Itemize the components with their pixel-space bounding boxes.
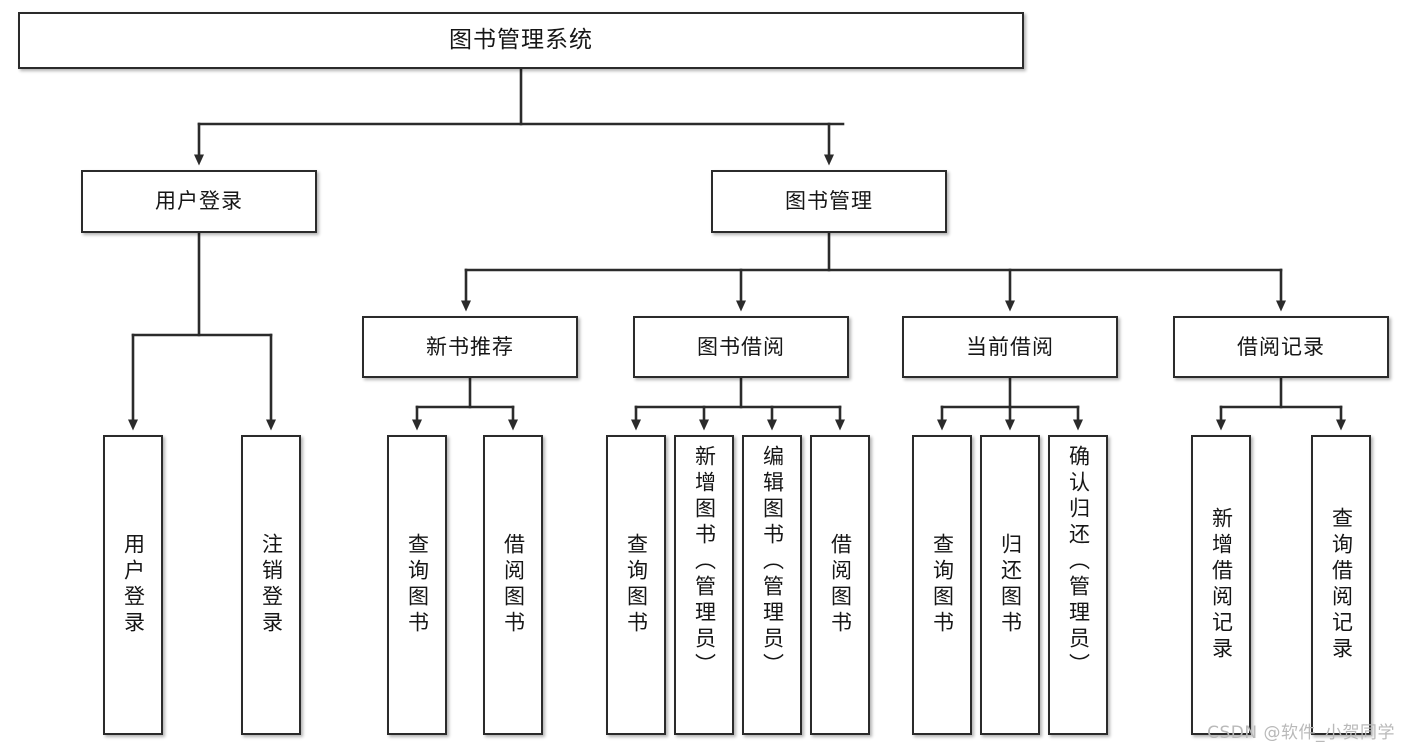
node-leaf-query-book-2-label: 查询图书 [624, 533, 649, 637]
node-borrow-record[interactable]: 借阅记录 [1173, 316, 1389, 378]
node-root-label: 图书管理系统 [449, 26, 593, 53]
node-leaf-confirm-return[interactable]: 确认归还（管理员） [1048, 435, 1108, 735]
node-user-login-label: 用户登录 [155, 189, 243, 214]
node-leaf-edit-book-label: 编辑图书（管理员） [760, 445, 785, 679]
node-leaf-query-book-2[interactable]: 查询图书 [606, 435, 666, 735]
node-leaf-query-book-1-label: 查询图书 [405, 533, 430, 637]
node-leaf-user-logout-label: 注销登录 [259, 533, 284, 637]
csdn-watermark: CSDN @软件_小贺同学 [1207, 723, 1395, 743]
node-leaf-add-record-label: 新增借阅记录 [1209, 507, 1234, 663]
node-leaf-user-login[interactable]: 用户登录 [103, 435, 163, 735]
node-leaf-user-logout[interactable]: 注销登录 [241, 435, 301, 735]
node-user-login[interactable]: 用户登录 [81, 170, 317, 233]
node-borrow-record-label: 借阅记录 [1237, 334, 1325, 359]
node-leaf-borrow-book-2-label: 借阅图书 [828, 533, 853, 637]
node-leaf-add-book-label: 新增图书（管理员） [692, 445, 717, 679]
node-leaf-confirm-return-label: 确认归还（管理员） [1066, 445, 1091, 679]
node-leaf-borrow-book-1-label: 借阅图书 [501, 533, 526, 637]
node-book-manage[interactable]: 图书管理 [711, 170, 947, 233]
node-leaf-edit-book[interactable]: 编辑图书（管理员） [742, 435, 802, 735]
node-leaf-query-book-3-label: 查询图书 [930, 533, 955, 637]
node-leaf-query-book-1[interactable]: 查询图书 [387, 435, 447, 735]
node-root-book-management-system[interactable]: 图书管理系统 [18, 12, 1024, 69]
node-current-borrow[interactable]: 当前借阅 [902, 316, 1118, 378]
node-current-borrow-label: 当前借阅 [966, 334, 1054, 359]
node-new-book-recommend[interactable]: 新书推荐 [362, 316, 578, 378]
node-book-borrow[interactable]: 图书借阅 [633, 316, 849, 378]
node-leaf-add-book[interactable]: 新增图书（管理员） [674, 435, 734, 735]
node-leaf-borrow-book-1[interactable]: 借阅图书 [483, 435, 543, 735]
node-leaf-add-record[interactable]: 新增借阅记录 [1191, 435, 1251, 735]
node-leaf-user-login-label: 用户登录 [121, 533, 146, 637]
node-leaf-query-record[interactable]: 查询借阅记录 [1311, 435, 1371, 735]
node-leaf-borrow-book-2[interactable]: 借阅图书 [810, 435, 870, 735]
node-leaf-return-book[interactable]: 归还图书 [980, 435, 1040, 735]
node-book-borrow-label: 图书借阅 [697, 334, 785, 359]
node-book-manage-label: 图书管理 [785, 189, 873, 214]
node-leaf-query-record-label: 查询借阅记录 [1329, 507, 1354, 663]
node-new-book-recommend-label: 新书推荐 [426, 334, 514, 359]
node-leaf-return-book-label: 归还图书 [998, 533, 1023, 637]
node-leaf-query-book-3[interactable]: 查询图书 [912, 435, 972, 735]
